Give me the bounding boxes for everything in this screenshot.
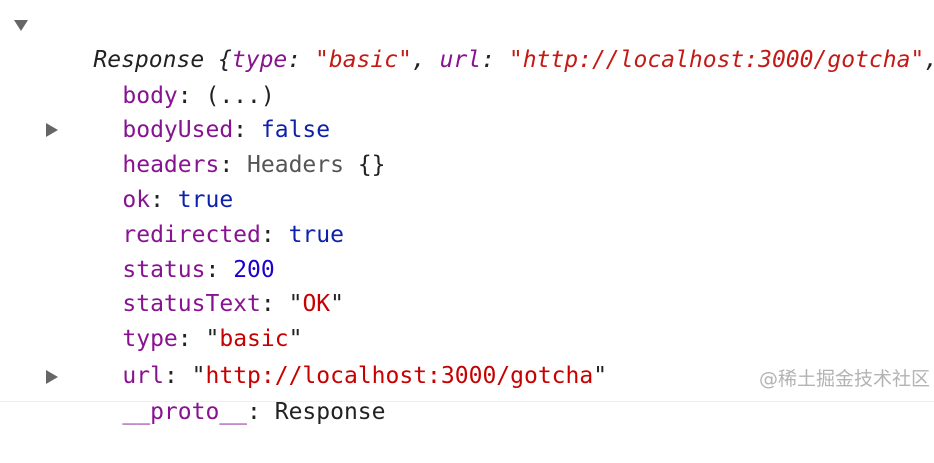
property-key: __proto__ <box>122 399 248 425</box>
property-headers[interactable]: headers: Headers {} <box>67 114 385 178</box>
summary-tail: , <box>924 47 934 73</box>
property-separator: : <box>163 363 192 389</box>
triangle-right-icon[interactable] <box>46 123 58 137</box>
property-value-object: Response <box>274 399 386 425</box>
property-url: url: "http://localhost:3000/gotcha" <box>67 325 607 389</box>
property-type: type: "basic" <box>67 288 302 352</box>
open-quote: " <box>205 326 220 352</box>
property-key: statusText <box>122 291 261 317</box>
property-value-object: Headers <box>247 152 344 178</box>
summary-comma: , <box>411 47 440 73</box>
property-value-boolean: false <box>260 117 331 143</box>
property-key: status <box>122 257 206 283</box>
triangle-right-icon[interactable] <box>46 370 58 384</box>
property-separator: : <box>177 83 206 109</box>
response-summary[interactable]: Response {type: "basic", url: "http://lo… <box>38 9 934 73</box>
summary-url-key: url <box>439 47 482 73</box>
property-value-string: OK <box>302 291 331 317</box>
property-value-number: 200 <box>233 257 275 283</box>
property-key: ok <box>122 187 151 213</box>
property-value-string: basic <box>219 326 289 352</box>
property-separator: : <box>260 222 289 248</box>
property-bodyused: bodyUsed: false <box>67 79 330 143</box>
property-value-getter[interactable]: (...) <box>205 83 275 109</box>
property-value-string: http://localhost:3000/gotcha <box>205 363 594 389</box>
divider <box>0 401 934 402</box>
property-redirected: redirected: true <box>67 184 344 248</box>
property-proto[interactable]: __proto__: Response <box>67 361 385 425</box>
summary-separator: : <box>287 47 315 73</box>
property-separator: : <box>177 326 206 352</box>
summary-separator-2: : <box>481 47 509 73</box>
summary-type-value: "basic" <box>314 47 412 73</box>
property-separator: : <box>205 257 234 283</box>
watermark: @稀土掘金技术社区 <box>759 368 931 390</box>
response-open-brace: { <box>204 47 232 73</box>
property-value-boolean: true <box>177 187 234 213</box>
property-key: bodyUsed <box>122 117 234 143</box>
response-label: Response <box>93 47 205 73</box>
close-quote: " <box>593 363 608 389</box>
close-quote: " <box>288 326 303 352</box>
property-separator: : <box>247 399 275 425</box>
triangle-down-icon[interactable] <box>14 20 28 31</box>
property-key: type <box>122 326 178 352</box>
close-quote: " <box>330 291 344 317</box>
property-status: status: 200 <box>67 219 274 283</box>
property-separator: : <box>150 187 178 213</box>
open-quote: " <box>191 363 206 389</box>
summary-url-value: "http://localhost:3000/gotcha" <box>508 47 925 73</box>
property-body[interactable]: body: (...) <box>67 45 274 109</box>
property-key: headers <box>122 152 220 178</box>
property-separator: : <box>260 291 289 317</box>
console-output: Response {type: "basic", url: "http://lo… <box>0 9 934 425</box>
property-key: url <box>122 363 164 389</box>
open-quote: " <box>288 291 303 317</box>
property-ok: ok: true <box>67 149 233 213</box>
property-value-braces: {} <box>343 152 386 178</box>
property-separator: : <box>233 117 261 143</box>
summary-type-key: type <box>231 47 288 73</box>
property-value-boolean: true <box>288 222 344 248</box>
property-separator: : <box>219 152 248 178</box>
property-statustext: statusText: "OK" <box>67 253 344 317</box>
property-key: body <box>122 83 178 109</box>
property-key: redirected <box>122 222 261 248</box>
